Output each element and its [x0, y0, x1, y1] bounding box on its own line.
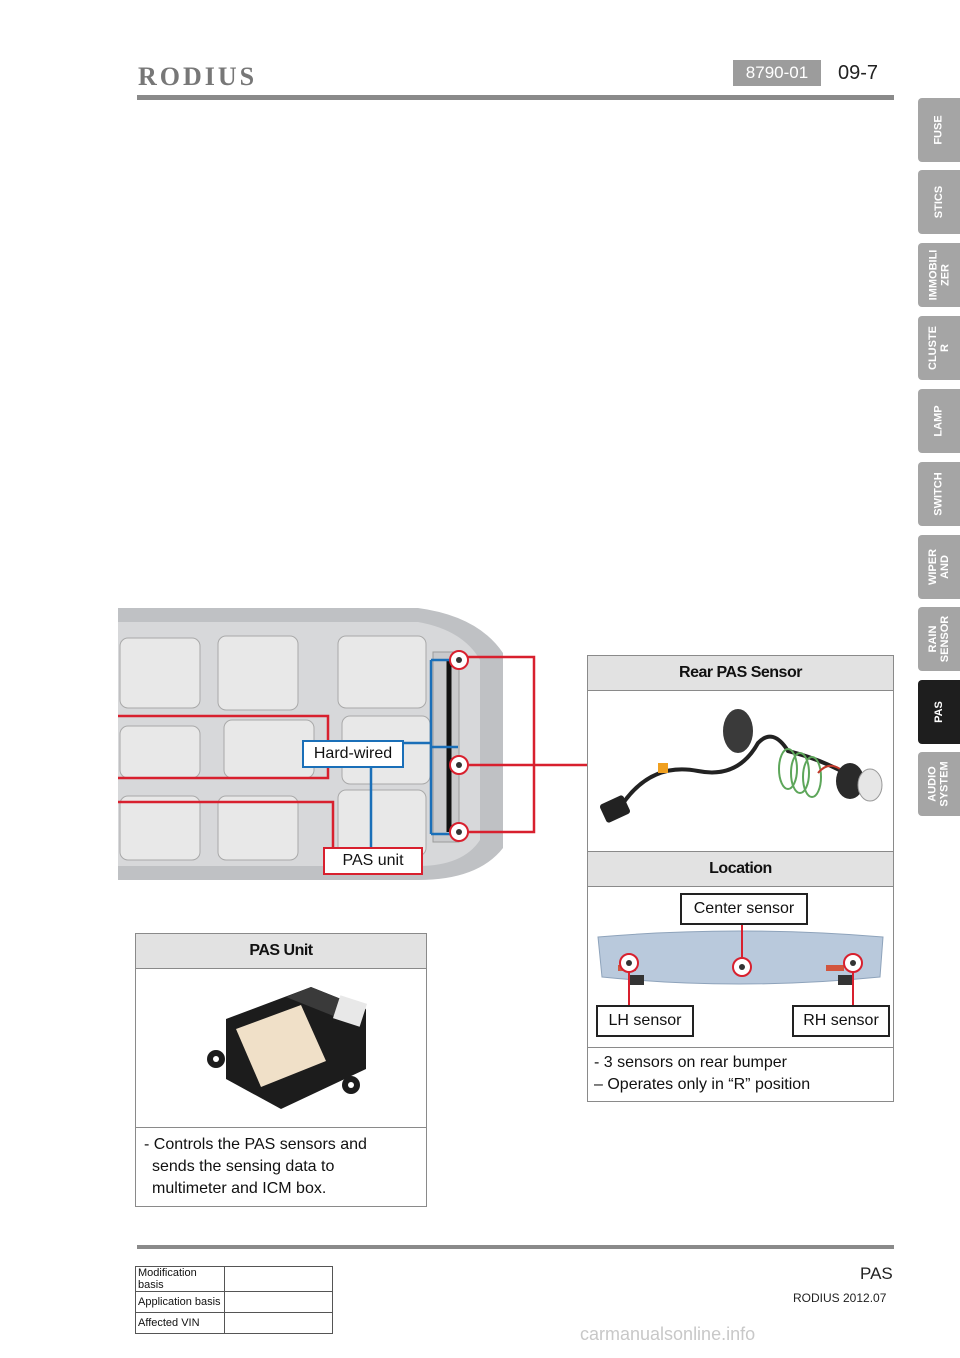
tab-label: RAIN SENSOR [927, 615, 951, 663]
pas-unit-notes: - Controls the PAS sensors and sends the… [136, 1128, 426, 1206]
application-basis-value [224, 1291, 333, 1313]
tab-switch[interactable]: SWITCH [918, 462, 960, 526]
hard-wired-label: Hard-wired [302, 740, 404, 768]
tab-label: IMMOBILI ZER [927, 249, 951, 301]
section-code-badge: 8790-01 [733, 60, 821, 86]
note-line: - Controls the PAS sensors and [144, 1136, 367, 1153]
location-area: Center sensor LH sensor RH sensor [588, 887, 893, 1048]
rh-sensor-label: RH sensor [792, 1005, 890, 1037]
lh-sensor-label: LH sensor [596, 1005, 694, 1037]
tab-stics[interactable]: STICS [918, 170, 960, 234]
tab-label: PAS [933, 701, 945, 723]
footer-model: RODIUS 2012.07 [793, 1291, 887, 1305]
pas-unit-panel: PAS Unit - Controls the PAS sensors and … [135, 933, 427, 1207]
affected-vin-label: Affected VIN [135, 1312, 225, 1334]
pas-unit-image [136, 987, 426, 1128]
tab-fuse[interactable]: FUSE [918, 98, 960, 162]
watermark: carmanualsonline.info [580, 1324, 756, 1344]
application-basis-label: Application basis [135, 1291, 225, 1313]
tab-label: CLUSTE R [927, 326, 951, 370]
modification-table: Modification basis Application basis Aff… [135, 1266, 333, 1334]
note-line: - 3 sensors on rear bumper [594, 1054, 787, 1071]
footer-divider [137, 1245, 894, 1249]
rear-pas-sensor-panel: Rear PAS Sensor Location Center sensor L… [587, 655, 894, 1102]
tab-wiper[interactable]: WIPER AND [918, 535, 960, 599]
note-line: – Operates only in “R” position [594, 1076, 811, 1093]
tab-pas[interactable]: PAS [918, 680, 960, 744]
tab-label: STICS [933, 185, 945, 219]
rear-pas-sensor-title: Rear PAS Sensor [588, 656, 893, 691]
tab-label: LAMP [932, 405, 945, 437]
page-number: 09-7 [838, 62, 879, 84]
note-line: sends the sensing data to [152, 1158, 335, 1175]
affected-vin-value [224, 1312, 333, 1334]
tab-cluster[interactable]: CLUSTE R [918, 316, 960, 380]
note-line: multimeter and ICM box. [152, 1180, 327, 1197]
rear-sensor-image [588, 709, 893, 852]
rear-bumper-image [597, 925, 884, 1005]
center-sensor-label: Center sensor [680, 893, 808, 925]
tab-rain-sensor[interactable]: RAIN SENSOR [918, 607, 960, 671]
header-divider [137, 95, 894, 100]
pas-unit-label: PAS unit [323, 847, 423, 875]
tab-label: AUDIO SYSTEM [927, 761, 952, 807]
tab-label: WIPER AND [927, 548, 951, 586]
rear-sensor-notes: - 3 sensors on rear bumper – Operates on… [588, 1048, 893, 1100]
modification-basis-label: Modification basis [135, 1266, 225, 1292]
tab-audio-system[interactable]: AUDIO SYSTEM [918, 752, 960, 816]
location-title: Location [588, 852, 893, 887]
tab-immobilizer[interactable]: IMMOBILI ZER [918, 243, 960, 307]
brand-logo: RODIUS [138, 62, 258, 91]
pas-unit-title: PAS Unit [136, 934, 426, 969]
footer-section-name: PAS [860, 1264, 893, 1283]
tab-label: FUSE [933, 115, 945, 145]
tab-lamp[interactable]: LAMP [918, 389, 960, 453]
modification-basis-value [224, 1266, 333, 1292]
tab-label: SWITCH [933, 472, 946, 516]
